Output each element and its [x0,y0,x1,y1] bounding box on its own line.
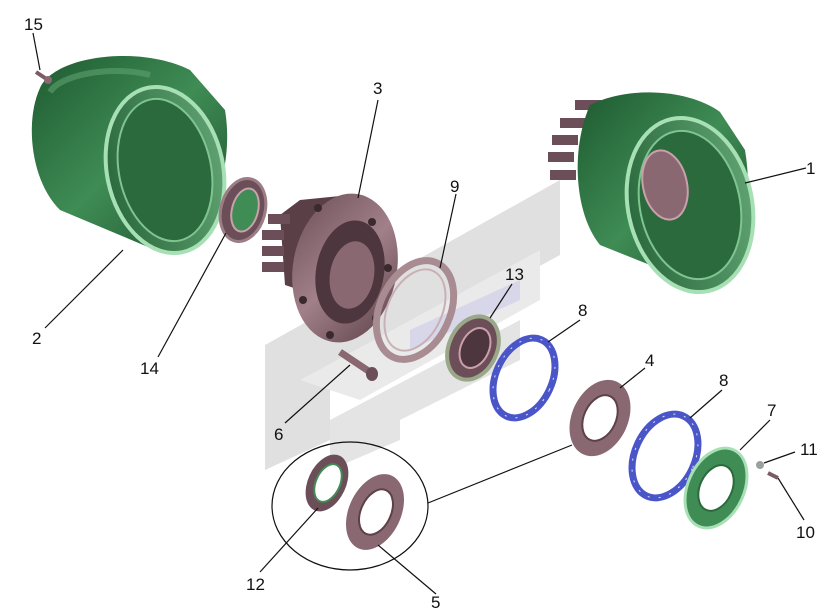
large-seal-5 [345,474,405,550]
callout-3: 3 [373,79,382,98]
callout-5: 5 [431,593,440,612]
washer [756,461,764,469]
bearing-right [445,314,501,382]
group-outline [271,441,429,571]
brake-drum-left [31,56,228,256]
callout-10: 10 [796,523,815,542]
hub-cover [683,446,749,530]
callout-11: 11 [800,440,818,459]
wheel-hub [262,193,398,343]
hub-bolt [338,349,378,381]
callout-12: 12 [246,575,265,594]
bearing-ring [372,257,458,363]
oil-seal-4 [569,379,631,457]
callout-8-lower: 8 [719,371,728,390]
callout-14: 14 [140,359,159,378]
callout-8-upper: 8 [578,301,587,320]
blue-gasket-lower [628,410,702,502]
leader-lines [32,32,807,595]
cover-screw [767,471,779,480]
callout-1: 1 [806,159,815,178]
brake-drum-right [548,92,756,295]
callout-4: 4 [645,351,654,370]
bearing-left [218,177,268,243]
callout-13: 13 [505,265,524,284]
callout-labels: 15 1 2 3 4 5 6 7 8 8 9 10 11 12 13 14 [24,15,818,612]
callout-7: 7 [767,401,776,420]
callout-6: 6 [274,425,283,444]
callout-15: 15 [24,15,43,34]
small-seal-12 [305,454,349,512]
blue-gasket-upper [489,334,559,422]
callout-9: 9 [450,177,459,196]
callout-2: 2 [32,329,41,348]
drum-screw [34,70,52,84]
